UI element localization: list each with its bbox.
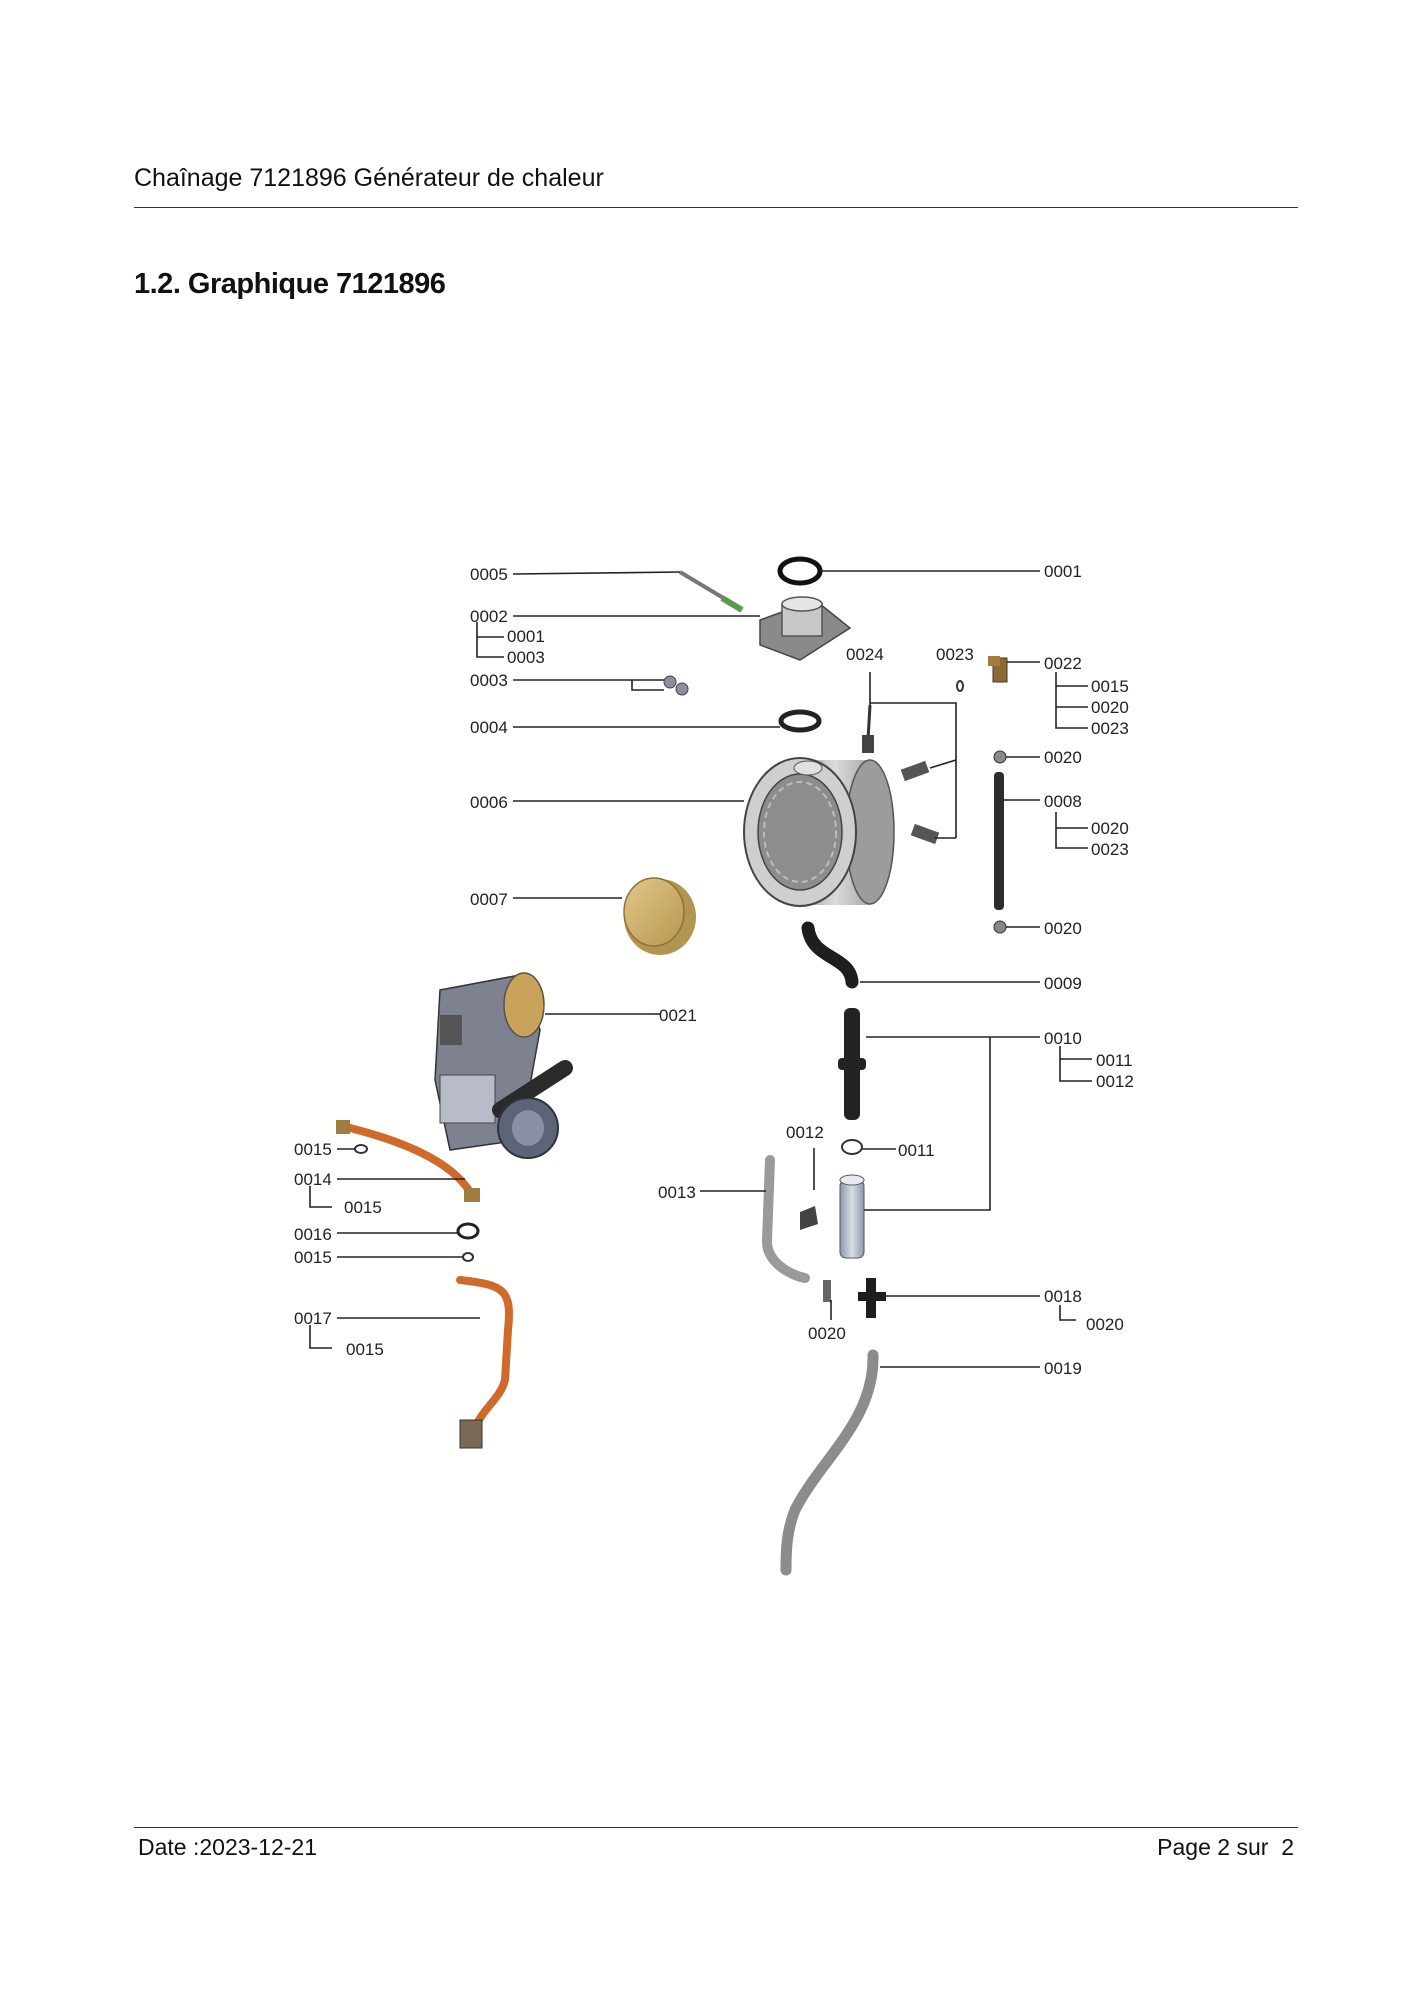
footer-divider xyxy=(134,1827,1298,1828)
part-0016-o-ring xyxy=(456,1222,480,1240)
callout-0005: 0005 xyxy=(470,565,508,584)
callout-0017-sub-0015: 0015 xyxy=(346,1340,384,1359)
part-0022-fitting xyxy=(988,656,1008,683)
header-divider xyxy=(134,207,1298,208)
callout-0010: 0010 xyxy=(1044,1029,1082,1048)
part-0006-heat-exchanger xyxy=(743,757,895,907)
part-0005-electrode xyxy=(678,570,744,613)
callout-0023: 0023 xyxy=(936,645,974,664)
callout-labels: 0005 0001 0002 0001 0003 0003 0024 0023 … xyxy=(294,562,1134,1378)
callout-0008-sub-0023: 0023 xyxy=(1091,840,1129,859)
part-0009-elbow xyxy=(801,921,859,989)
callout-0011: 0011 xyxy=(898,1141,935,1160)
part-0011-seal xyxy=(841,1139,863,1155)
callout-0010-sub-0012: 0012 xyxy=(1096,1072,1134,1091)
callout-0013: 0013 xyxy=(658,1183,696,1202)
callout-0001: 0001 xyxy=(1044,562,1082,581)
callout-0002: 0002 xyxy=(470,607,508,626)
leader-lines xyxy=(309,570,1092,1368)
callout-0020-c: 0020 xyxy=(808,1324,846,1343)
part-0014-gas-pipe xyxy=(336,1120,480,1202)
callout-0014-sub-0015: 0015 xyxy=(344,1198,382,1217)
callout-0014: 0014 xyxy=(294,1170,332,1189)
callout-0009: 0009 xyxy=(1044,974,1082,993)
section-title: 1.2. Graphique 7121896 xyxy=(134,268,446,300)
callout-0022-sub-0015: 0015 xyxy=(1091,677,1129,696)
document-header-title: Chaînage 7121896 Générateur de chaleur xyxy=(134,164,604,192)
callout-0002-sub-0003: 0003 xyxy=(507,648,545,667)
callout-0024: 0024 xyxy=(846,645,884,664)
part-0007-insulation-disc xyxy=(623,877,696,955)
callout-0010-sub-0011: 0011 xyxy=(1096,1051,1133,1070)
callout-0022-sub-0020: 0020 xyxy=(1091,698,1129,717)
callout-0012: 0012 xyxy=(786,1123,824,1142)
part-0002-burner-flange xyxy=(759,596,852,661)
part-0013-drain-hose xyxy=(762,1155,810,1283)
callout-0004: 0004 xyxy=(470,718,508,737)
footer-page-number: Page 2 sur 2 xyxy=(1157,1834,1294,1861)
callout-0019: 0019 xyxy=(1044,1359,1082,1378)
callout-0017: 0017 xyxy=(294,1309,332,1328)
part-0004-gasket xyxy=(778,709,822,733)
callout-0015-a: 0015 xyxy=(294,1140,332,1159)
callout-0022: 0022 xyxy=(1044,654,1082,673)
part-0010-siphon-tube xyxy=(838,1008,866,1120)
callout-0018-sub-0020: 0020 xyxy=(1086,1315,1124,1334)
callout-0021: 0021 xyxy=(659,1006,697,1025)
part-0003-screws xyxy=(663,675,689,696)
callout-0002-sub-0001: 0001 xyxy=(507,627,545,646)
part-0012-siphon-body xyxy=(800,1174,865,1259)
callout-0006: 0006 xyxy=(470,793,508,812)
footer-page-label: Page 2 sur xyxy=(1157,1834,1269,1860)
part-0018-tee xyxy=(823,1278,886,1318)
footer-date: Date :2023-12-21 xyxy=(138,1834,318,1860)
footer-page-total: 2 xyxy=(1281,1834,1294,1860)
callout-0020-a: 0020 xyxy=(1044,748,1082,767)
part-0019-drain-pipe xyxy=(780,1349,879,1576)
callout-0020-b: 0020 xyxy=(1044,919,1082,938)
callout-0018: 0018 xyxy=(1044,1287,1082,1306)
callout-0007: 0007 xyxy=(470,890,508,909)
callout-0003: 0003 xyxy=(470,671,508,690)
callout-0022-sub-0023: 0023 xyxy=(1091,719,1129,738)
callout-0015-b: 0015 xyxy=(294,1248,332,1267)
part-0023-clip xyxy=(956,680,964,692)
callout-0008: 0008 xyxy=(1044,792,1082,811)
part-0017-water-pipe xyxy=(456,1276,513,1449)
part-0021-fan-gas-valve xyxy=(434,972,573,1159)
callout-0008-sub-0020: 0020 xyxy=(1091,819,1129,838)
part-0008-pipe xyxy=(993,750,1007,934)
part-0001-seal-ring xyxy=(777,556,823,586)
part-0024-sensor-harness xyxy=(862,704,940,845)
callout-0016: 0016 xyxy=(294,1225,332,1244)
